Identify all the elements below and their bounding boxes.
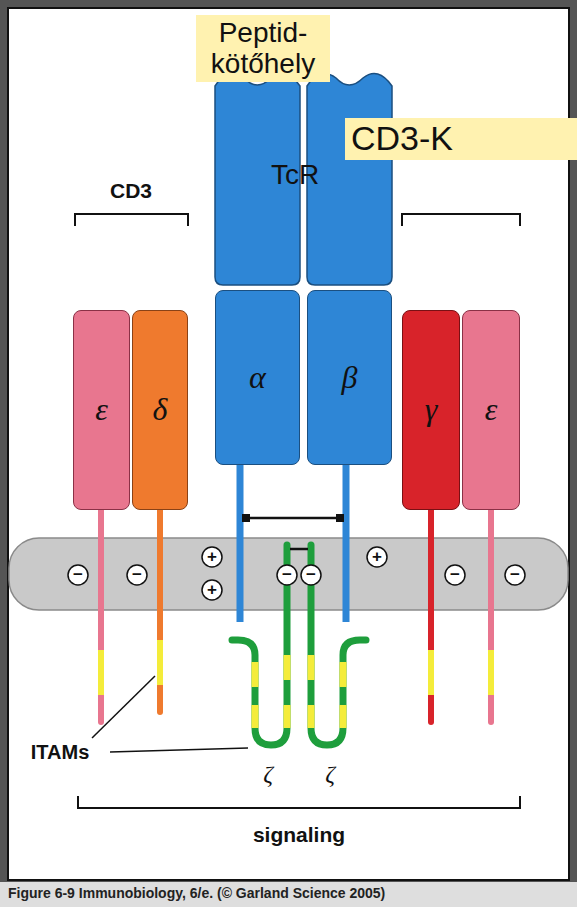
cd3-delta-stalk: [157, 508, 163, 712]
charge-sign: +: [372, 548, 382, 565]
callout-box: CD3-K: [345, 118, 577, 160]
disulfide-bond: [290, 548, 308, 551]
figure-caption: Figure 6-9 Immunobiology, 6/e. (© Garlan…: [8, 886, 385, 901]
charge-sign: −: [132, 566, 142, 583]
itam: [308, 705, 315, 728]
itam: [284, 655, 291, 680]
charge-circle: [68, 565, 88, 585]
itam: [488, 650, 494, 695]
cd3-epsilon-chain: ε: [73, 310, 130, 510]
itam: [284, 705, 291, 728]
node-text: ε: [95, 392, 108, 427]
chain-label: ζ: [263, 762, 273, 786]
node-text: CD3-K: [351, 120, 453, 157]
charge-sign: −: [450, 566, 460, 583]
charge-sign: −: [73, 566, 83, 583]
itam: [98, 650, 104, 695]
chain-label: ζ: [325, 762, 335, 786]
charge-circle: [277, 565, 297, 585]
motif-label: ITAMs: [31, 742, 90, 762]
node-text: α: [249, 360, 266, 395]
leader-line: [110, 748, 248, 752]
itam: [340, 662, 347, 687]
charge-circle: [301, 565, 321, 585]
callout-box: Peptid- kötőhely: [196, 15, 330, 82]
itam: [157, 640, 163, 685]
cd3-gamma-stalk: [428, 508, 434, 722]
charge-circle: [367, 547, 387, 567]
charge-circle: [505, 565, 525, 585]
cd3-delta-chain: δ: [132, 310, 188, 510]
tcr-beta-chain: β: [307, 290, 392, 465]
leader-line: [92, 676, 155, 738]
charge-sign: −: [306, 566, 316, 583]
tcr-beta-variable-domain: [307, 74, 392, 286]
charge-circle: [445, 565, 465, 585]
itam: [308, 655, 315, 680]
tcr-beta-stalk: [343, 464, 350, 622]
bracket: [78, 796, 520, 808]
charge-sign: −: [510, 566, 520, 583]
itam: [252, 662, 259, 687]
cd3-epsilon-stalk: [488, 508, 494, 722]
charge-circle: [202, 580, 222, 600]
charge-circle: [202, 547, 222, 567]
tcr-alpha-chain: α: [215, 290, 300, 465]
node-text: γ: [425, 392, 438, 427]
itam: [340, 705, 347, 728]
caption-strip: [0, 882, 577, 907]
bond-end: [242, 514, 250, 522]
cd3-gamma-chain: γ: [402, 310, 460, 510]
bond-end: [336, 514, 344, 522]
disulfide-bond: [244, 517, 342, 520]
complex-name: CD3: [110, 180, 152, 201]
itam: [252, 705, 259, 728]
node-text: ε: [485, 392, 498, 427]
tcr-alpha-stalk: [237, 464, 244, 622]
function-label: signaling: [253, 824, 345, 845]
itam: [428, 650, 434, 695]
charge-circle: [127, 565, 147, 585]
bracket: [402, 214, 520, 226]
charge-sign: −: [282, 566, 292, 583]
cd3-epsilon-stalk: [98, 508, 104, 722]
cd3-epsilon-chain: ε: [462, 310, 520, 510]
node-text: β: [342, 360, 358, 395]
node-text: Peptid- kötőhely: [202, 18, 324, 80]
charge-sign: +: [207, 581, 217, 598]
molecule-name: TcR: [271, 161, 319, 189]
bracket: [75, 214, 188, 226]
node-text: δ: [153, 392, 168, 427]
charge-sign: +: [207, 548, 217, 565]
